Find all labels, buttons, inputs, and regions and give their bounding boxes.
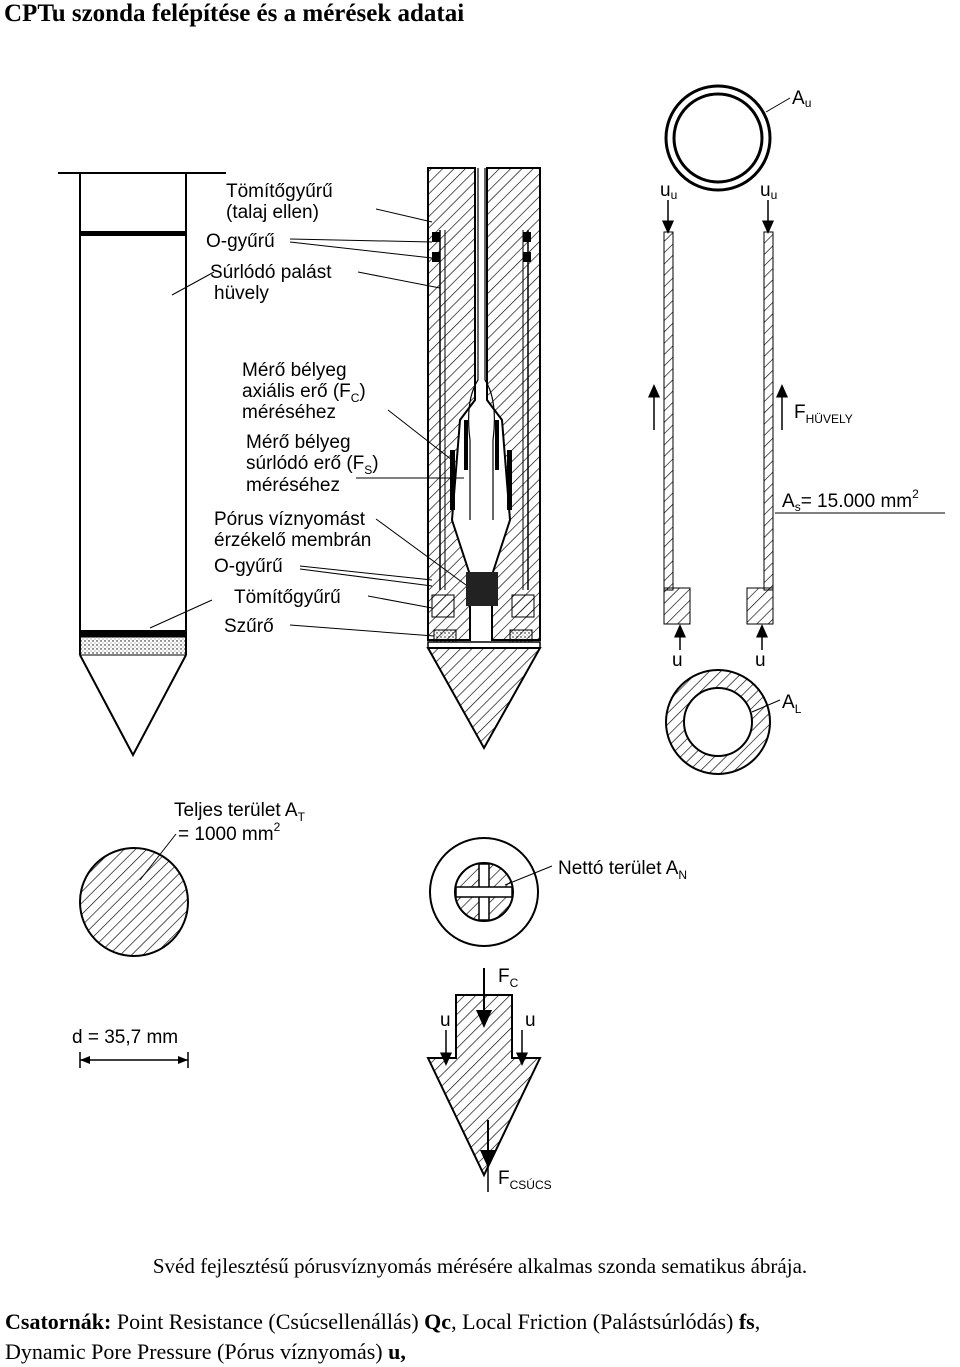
page-title: CPTu szonda felépítése és a mérések adat… [4, 0, 465, 27]
label-u-left: u [672, 650, 683, 671]
label-friction-sleeve-b: hüvely [214, 283, 269, 304]
channels-text: Csatornák: Point Resistance (Csúcsellená… [5, 1307, 955, 1367]
label-u-tip-left: u [440, 1010, 451, 1031]
label-net-area: Nettó terület AN [558, 858, 687, 882]
channel-qc: Qc [424, 1309, 452, 1334]
detailed-probe [289, 167, 542, 751]
label-gauge-fric-1: Mérő bélyeg [246, 432, 351, 453]
label-al: AL [782, 692, 802, 716]
channels-label: Csatornák: [5, 1309, 112, 1334]
total-area-diagram: Teljes terület AT = 1000 mm2 d = 35,7 mm [72, 800, 306, 1068]
label-filter: Szűrő [224, 616, 274, 637]
label-gauge-fric-2: súrlódó erő (FS) [246, 453, 379, 477]
label-f-huvely: FHÜVELY [794, 402, 853, 426]
label-gauge-axial-2: axiális erő (FC) [242, 381, 366, 405]
label-gauge-axial-3: méréséhez [242, 402, 336, 423]
label-seal-ring: Tömítőgyűrű [226, 181, 333, 202]
simple-probe [58, 172, 226, 758]
net-area-diagram: Nettó terület AN [429, 837, 687, 947]
label-seal-ring-b: (talaj ellen) [226, 202, 319, 223]
label-friction-sleeve: Súrlódó palást [210, 262, 332, 283]
label-u-right: u [755, 650, 766, 671]
cptu-diagram: Tömítőgyűrű (talaj ellen) O-gyűrű Súrlód… [58, 84, 945, 1192]
label-total-area-value: = 1000 mm2 [178, 820, 281, 845]
label-total-area: Teljes terület AT [174, 800, 306, 824]
label-fcsucs: FCSÚCS [498, 1168, 552, 1192]
label-o-ring: O-gyűrű [206, 231, 275, 252]
label-o-ring-2: O-gyűrű [214, 556, 283, 577]
label-gauge-axial-1: Mérő bélyeg [242, 360, 347, 381]
label-seal-ring-2: Tömítőgyűrű [234, 587, 341, 608]
label-pore-2: érzékelő membrán [214, 530, 371, 551]
label-pore-1: Pórus víznyomást [214, 509, 366, 530]
sleeve-diagram: Au uu uu FHÜVELY As= 15.000 mm2 u u AL [648, 84, 945, 775]
figure-caption: Svéd fejlesztésű pórusvíznyomás mérésére… [152, 1254, 808, 1278]
channel-fs: fs [738, 1309, 755, 1334]
channels-text-3: , [754, 1309, 761, 1334]
label-u-tip-right: u [525, 1010, 536, 1031]
tip-diagram: FC u u FCSÚCS [426, 966, 552, 1192]
label-au: Au [792, 88, 811, 110]
channels-text-4: Dynamic Pore Pressure (Pórus víznyomás) [5, 1339, 389, 1364]
label-fc: FC [498, 966, 519, 990]
label-as: As= 15.000 mm2 [782, 487, 919, 514]
label-diameter: d = 35,7 mm [72, 1027, 178, 1048]
probe-labels: Tömítőgyűrű (talaj ellen) O-gyűrű Súrlód… [206, 181, 379, 637]
channels-text-1: Point Resistance (Csúcsellenállás) [111, 1309, 425, 1334]
channels-text-2: , Local Friction (Palástsúrlódás) [451, 1309, 739, 1334]
label-uu-left: uu [660, 180, 677, 202]
label-gauge-fric-3: méréséhez [246, 475, 340, 496]
channel-u: u, [388, 1339, 406, 1364]
label-uu-right: uu [760, 180, 777, 202]
